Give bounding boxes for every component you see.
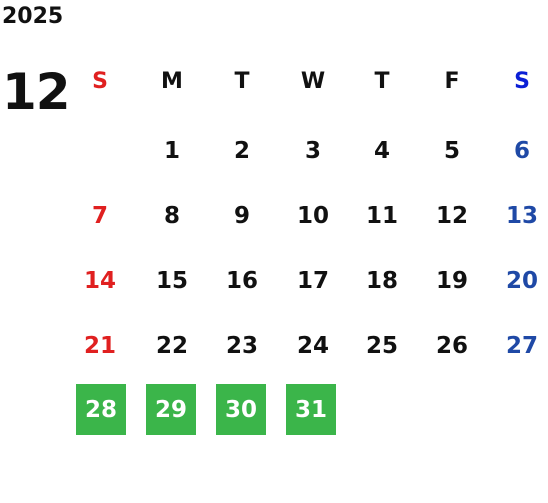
weekday-monday: M (161, 68, 183, 94)
day-cell[interactable]: 1 (163, 138, 180, 164)
day-cell[interactable]: 13 (505, 203, 538, 229)
day-cell[interactable]: 3 (304, 138, 321, 164)
weekday-saturday: S (514, 68, 530, 94)
day-cell[interactable]: 8 (163, 203, 180, 229)
highlighted-day-cell[interactable]: 28 (76, 384, 126, 435)
day-cell[interactable]: 14 (83, 268, 116, 294)
day-cell[interactable]: 10 (296, 203, 329, 229)
day-cell[interactable]: 25 (365, 333, 398, 359)
day-cell[interactable]: 11 (365, 203, 398, 229)
weekday-tuesday: T (234, 68, 250, 94)
year-label: 2025 (2, 4, 64, 29)
highlighted-day-cell[interactable]: 30 (216, 384, 266, 435)
day-cell[interactable]: 17 (296, 268, 329, 294)
day-cell[interactable]: 7 (91, 203, 108, 229)
weekday-friday: F (444, 68, 460, 94)
day-cell[interactable]: 19 (435, 268, 468, 294)
day-cell[interactable]: 6 (513, 138, 530, 164)
day-cell[interactable]: 26 (435, 333, 468, 359)
day-cell[interactable]: 5 (443, 138, 460, 164)
day-cell[interactable]: 21 (83, 333, 116, 359)
day-cell[interactable]: 22 (155, 333, 188, 359)
month-number: 12 (2, 63, 71, 121)
day-cell[interactable]: 16 (225, 268, 258, 294)
day-cell[interactable]: 23 (225, 333, 258, 359)
highlighted-day-cell[interactable]: 29 (146, 384, 196, 435)
weekday-sunday: S (92, 68, 108, 94)
day-cell[interactable]: 20 (505, 268, 538, 294)
weekday-wednesday: W (300, 68, 326, 94)
day-cell[interactable]: 4 (373, 138, 390, 164)
day-cell[interactable]: 18 (365, 268, 398, 294)
day-cell[interactable] (68, 125, 132, 177)
day-cell[interactable]: 9 (233, 203, 250, 229)
day-cell[interactable]: 15 (155, 268, 188, 294)
day-cell[interactable]: 12 (435, 203, 468, 229)
day-cell[interactable]: 24 (296, 333, 329, 359)
highlighted-day-cell[interactable]: 31 (286, 384, 336, 435)
weekday-thursday: T (374, 68, 390, 94)
day-cell[interactable]: 27 (505, 333, 538, 359)
day-cell[interactable]: 2 (233, 138, 250, 164)
